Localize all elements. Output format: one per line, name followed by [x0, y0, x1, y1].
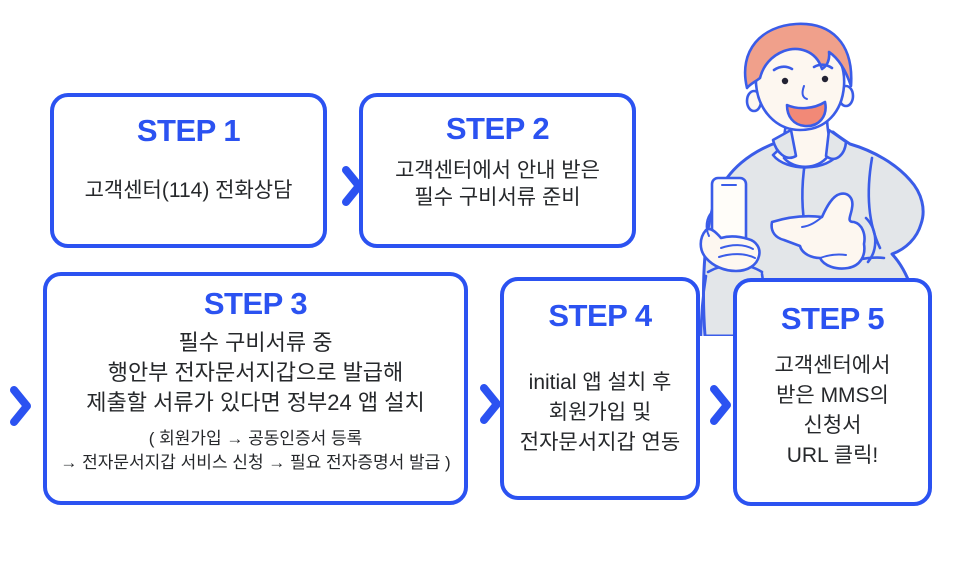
step-3-text: 행안부 전자문서지갑으로 발급해 — [107, 360, 404, 385]
step-4-card: STEP 4 initial 앱 설치 후 회원가입 및 전자문서지갑 연동 — [500, 277, 700, 500]
finger-line — [720, 244, 754, 250]
chevron-right-icon — [708, 384, 734, 426]
step-5-text: URL 클릭! — [786, 444, 879, 467]
chevron-right-icon — [340, 165, 366, 207]
eyebrow-right — [812, 63, 834, 70]
step-5-title: STEP 5 — [780, 301, 885, 336]
step-2-title: STEP 2 — [445, 111, 550, 146]
step-4-text: initial 앱 설치 후 — [528, 371, 672, 394]
step-2-text: 필수 구비서류 준비 — [414, 186, 581, 209]
step-3-subtext: ( 회원가입 → 공동인증서 등록 — [148, 429, 363, 448]
step-5-text: 받은 MMS의 — [776, 384, 889, 407]
step-2-text: 고객센터에서 안내 받은 — [395, 159, 600, 182]
step-1-text: 고객센터(114) 전화상담 — [84, 179, 293, 202]
step-3-text: 제출할 서류가 있다면 정부24 앱 설치 — [86, 390, 425, 415]
tshirt-neckline — [782, 154, 830, 169]
step-5-card: STEP 5 고객센터에서 받은 MMS의 신청서 URL 클릭! — [733, 278, 932, 506]
step-5-text: 신청서 — [803, 414, 862, 437]
step-3-subtext: → 전자문서지갑 서비스 신청 → 필요 전자증명서 발급 ) — [60, 453, 451, 472]
step-5-text: 고객센터에서 — [774, 354, 891, 377]
knuckle-line — [801, 216, 823, 228]
eye-left — [781, 77, 789, 85]
step-4-text: 회원가입 및 — [548, 401, 652, 424]
collar-right — [824, 128, 848, 161]
holding-hand — [699, 227, 761, 273]
thumb-line — [705, 211, 713, 237]
knuckle-line — [819, 253, 847, 259]
pointing-hand — [770, 192, 866, 270]
step-4-title: STEP 4 — [548, 298, 652, 333]
finger-line — [718, 253, 756, 259]
nose — [801, 85, 808, 100]
mouth — [785, 100, 827, 128]
step-3-card: STEP 3 필수 구비서류 중 행안부 전자문서지갑으로 발급해 제출할 서류… — [43, 272, 468, 505]
hair — [743, 22, 853, 90]
chevron-right-icon — [478, 383, 504, 425]
shirt-line — [867, 156, 882, 250]
step-1-title: STEP 1 — [136, 113, 241, 148]
step-2-card: STEP 2 고객센터에서 안내 받은 필수 구비서류 준비 — [359, 93, 636, 248]
step-3-text: 필수 구비서류 중 — [178, 330, 333, 355]
chevron-right-icon — [8, 385, 34, 427]
cuff-line — [864, 216, 877, 264]
sleeve-line — [699, 274, 708, 338]
step-1-card: STEP 1 고객센터(114) 전화상담 — [50, 93, 327, 248]
collar-left — [771, 128, 798, 160]
eye-right — [821, 75, 829, 83]
eyebrow-left — [772, 65, 794, 72]
step-3-title: STEP 3 — [203, 286, 308, 321]
step-4-text: 전자문서지갑 연동 — [519, 431, 681, 454]
